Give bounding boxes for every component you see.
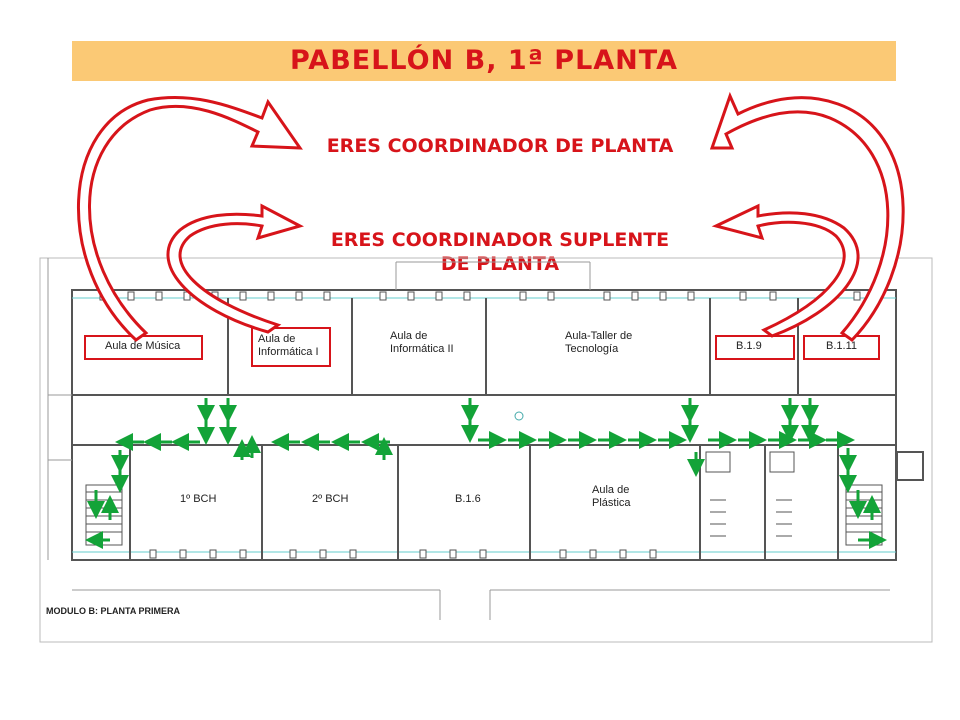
stair-exterior <box>896 451 924 481</box>
room-b16: B.1.6 <box>455 493 481 505</box>
callout-coordinator: ERES COORDINADOR DE PLANTA <box>326 135 674 157</box>
room-plastica-line1: Aula de <box>592 484 630 496</box>
room-informatica2: Aula de Informática II <box>390 330 454 356</box>
room-musica: Aula de Música <box>105 340 181 352</box>
callout-substitute-line1: ERES COORDINADOR SUPLENTE <box>330 229 670 251</box>
title-bar <box>72 41 896 81</box>
toilets <box>514 411 795 537</box>
room-tecnologia-line2: Tecnología <box>565 343 619 355</box>
room-tecnologia: Aula-Taller de Tecnología <box>565 330 632 356</box>
drawing-frame <box>39 257 933 643</box>
room-informatica2-line2: Informática II <box>390 343 454 355</box>
room-plastica: Aula de Plástica <box>592 484 631 510</box>
arrow-musica-to-coordinator <box>76 96 303 342</box>
wall-posts <box>99 291 861 559</box>
highlight-informatica1 <box>251 327 331 367</box>
room-informatica2-line1: Aula de <box>390 330 428 342</box>
room-plastica-line2: Plástica <box>592 497 631 509</box>
room-informatica1-line2: Informática I <box>258 346 319 358</box>
evacuation-arrows <box>85 398 887 549</box>
plan-legend: MODULO B: PLANTA PRIMERA <box>46 606 180 616</box>
room-bch1: 1º BCH <box>180 493 217 505</box>
stair-right <box>845 484 883 546</box>
room-b111: B.1.11 <box>826 340 857 352</box>
curved-arrows <box>76 91 905 342</box>
highlight-b19 <box>715 335 795 360</box>
arrow-b111-to-coordinator <box>709 91 905 342</box>
room-informatica1: Aula de Informática I <box>258 333 319 359</box>
room-b19: B.1.9 <box>736 340 762 352</box>
arrow-informatica1-to-substitute <box>166 203 305 334</box>
room-bch2: 2º BCH <box>312 493 349 505</box>
arrow-b19-to-substitute <box>711 203 860 338</box>
stair-left <box>85 484 123 546</box>
room-informatica1-line1: Aula de <box>258 333 296 345</box>
building-outline <box>71 289 897 561</box>
page-title: PABELLÓN B, 1ª PLANTA <box>290 45 678 76</box>
highlight-b111 <box>803 335 880 360</box>
room-tecnologia-line1: Aula-Taller de <box>565 330 633 342</box>
